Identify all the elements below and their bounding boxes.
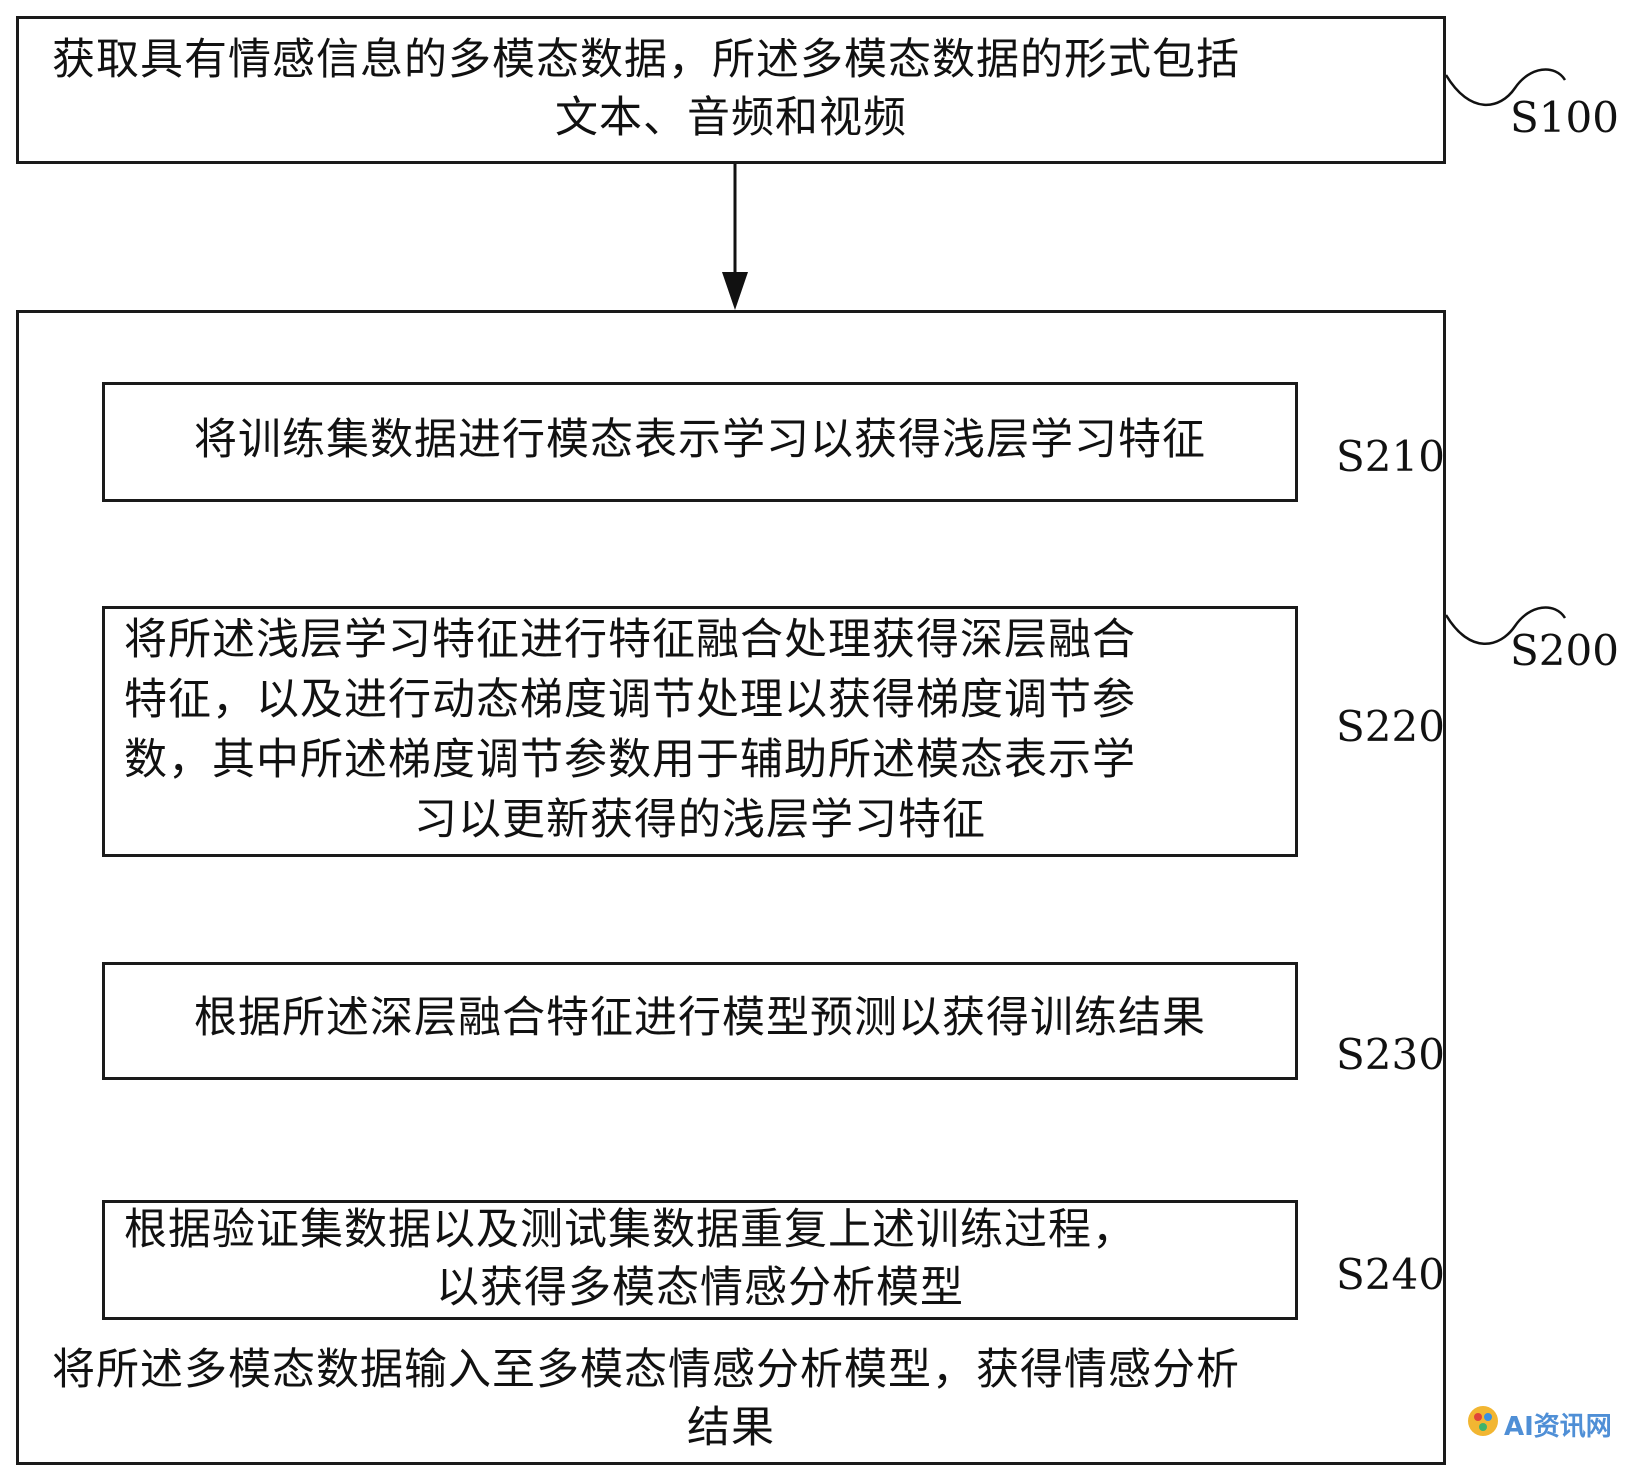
step-s220-label: S220 [1336, 702, 1445, 751]
step-s100-line-2: 文本、音频和视频 [555, 93, 907, 143]
leader-s100 [1444, 68, 1567, 107]
watermark: AI资讯网 [1466, 1394, 1622, 1450]
step-s240-label: S240 [1336, 1250, 1445, 1299]
leader-s200 [1444, 606, 1567, 645]
step-s100-line-1: 获取具有情感信息的多模态数据，所述多模态数据的形式包括 [52, 35, 1240, 85]
step-s240-line-1: 根据验证集数据以及测试集数据重复上述训练过程， [124, 1205, 1136, 1255]
step-s220-line-1: 将所述浅层学习特征进行特征融合处理获得深层融合 [124, 615, 1136, 665]
step-s210-label: S210 [1336, 432, 1445, 481]
step-s230-label: S230 [1336, 1030, 1445, 1079]
step-s210-box [102, 382, 1298, 502]
step-s220-line-3: 数，其中所述梯度调节参数用于辅助所述模态表示学 [124, 735, 1136, 785]
step-s240-box [102, 1200, 1298, 1320]
step-s240-line-2: 以获得多模态情感分析模型 [436, 1263, 964, 1313]
step-s220-line-2: 特征，以及进行动态梯度调节处理以获得梯度调节参 [124, 675, 1136, 725]
step-s200-line-2: 结果 [687, 1403, 775, 1453]
arrow-s100-to-s200 [722, 164, 748, 310]
step-s230-box [102, 962, 1298, 1080]
step-s200-line-1: 将所述多模态数据输入至多模态情感分析模型，获得情感分析 [52, 1345, 1240, 1395]
step-s200-label: S200 [1510, 626, 1619, 675]
step-s220-box [102, 606, 1298, 857]
step-s100-label: S100 [1510, 93, 1619, 142]
step-s230-line-1: 根据所述深层融合特征进行模型预测以获得训练结果 [194, 993, 1206, 1043]
watermark-text: AI资讯网 [1504, 1412, 1612, 1442]
step-s100-box [16, 16, 1446, 164]
step-s210-line-1: 将训练集数据进行模态表示学习以获得浅层学习特征 [194, 415, 1206, 465]
step-s220-line-4: 习以更新获得的浅层学习特征 [414, 795, 986, 845]
watermark-logo-icon [1468, 1406, 1498, 1436]
